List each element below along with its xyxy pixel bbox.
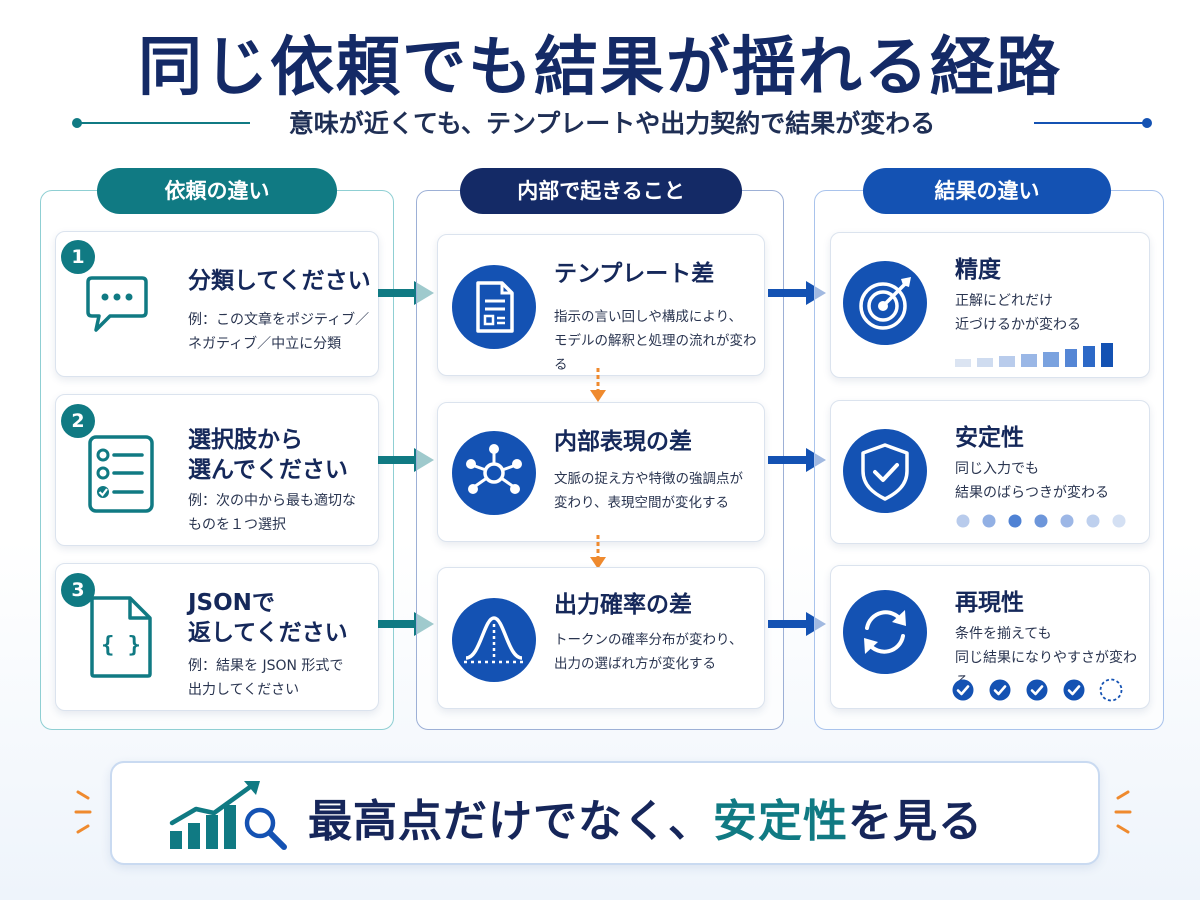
conclusion-text-part2: を見る: [848, 796, 983, 847]
internal-card-template: テンプレート差 指示の言い回しや構成により、 モデルの解釈と処理の流れが変わる: [437, 234, 765, 376]
request-card-json: { } JSONで 返してください 例：結果を JSON 形式で 出力してくださ…: [55, 563, 379, 711]
check-circle-icon: [989, 679, 1011, 701]
request-desc-json: 例：結果を JSON 形式で 出力してください: [188, 658, 344, 698]
step-badge-3: 3: [61, 573, 95, 607]
svg-text:{ }: { }: [101, 633, 141, 658]
subtitle-right-line: [1034, 122, 1144, 124]
request-card-classify: 分類してください 例：この文章をポジティブ／ ネガティブ／中立に分類: [55, 231, 379, 377]
request-title-json: JSONで 返してください: [188, 590, 348, 646]
internal-title-template: テンプレート差: [554, 261, 715, 287]
internal-card-representation: 内部表現の差 文脈の捉え方や特徴の強調点が 変わり、表現空間が変化する: [437, 402, 765, 542]
results-column-header: 結果の違い: [863, 168, 1111, 214]
subtitle-row: 意味が近くても、テンプレートや出力契約で結果が変わる: [72, 104, 1152, 140]
chart-magnifier-icon: [169, 781, 287, 850]
conclusion-banner: 最高点だけでなく、安定性を見る: [110, 761, 1100, 865]
internal-column-header: 内部で起きること: [460, 168, 742, 214]
target-icon: [843, 261, 927, 345]
network-icon: [452, 431, 536, 515]
reproducibility-check-scale: [951, 678, 1131, 702]
check-circle-icon: [952, 679, 974, 701]
check-circle-icon: [1063, 679, 1085, 701]
arrow-down-icon: [590, 368, 606, 402]
chat-bubble-icon: [86, 276, 148, 332]
subtitle-left-line: [80, 122, 250, 124]
result-title-stability: 安定性: [955, 425, 1024, 451]
conclusion-text: 最高点だけでなく、安定性を見る: [308, 785, 983, 849]
empty-circle-icon: [1099, 678, 1123, 702]
refresh-icon: [843, 590, 927, 674]
page-title: 同じ依頼でも結果が揺れる経路: [138, 31, 1062, 105]
internal-desc-template: 指示の言い回しや構成により、 モデルの解釈と処理の流れが変わる: [554, 309, 757, 373]
subtitle-left-dot: [72, 118, 82, 128]
internal-title-probability: 出力確率の差: [554, 592, 692, 618]
request-title-classify: 分類してください: [188, 268, 371, 294]
result-card-reproducibility: 再現性 条件を揃えても 同じ結果になりやすさが変わる: [830, 565, 1150, 709]
json-file-icon: { }: [90, 596, 152, 678]
result-desc-stability: 同じ入力でも 結果のばらつきが変わる: [955, 461, 1109, 501]
subtitle-right-dot: [1142, 118, 1152, 128]
result-title-accuracy: 精度: [955, 257, 1001, 283]
request-card-choice: 選択肢から 選んでください 例：次の中から最も適切な ものを１つ選択: [55, 394, 379, 546]
requests-column-header: 依頼の違い: [97, 168, 337, 214]
step-badge-2: 2: [61, 404, 95, 438]
internal-title-representation: 内部表現の差: [554, 429, 692, 455]
conclusion-text-part1: 最高点だけでなく、: [308, 796, 713, 847]
stability-dot-scale: [956, 514, 1126, 528]
result-desc-reproducibility: 条件を揃えても 同じ結果になりやすさが変わる: [955, 626, 1137, 690]
result-desc-accuracy: 正解にどれだけ 近づけるかが変わる: [955, 293, 1081, 333]
request-desc-choice: 例：次の中から最も適切な ものを１つ選択: [188, 493, 356, 533]
checklist-icon: [88, 435, 154, 513]
accuracy-bar-scale: [955, 343, 1113, 367]
document-icon: [452, 265, 536, 349]
result-card-stability: 安定性 同じ入力でも 結果のばらつきが変わる: [830, 400, 1150, 544]
check-circle-icon: [1026, 679, 1048, 701]
page-subtitle: 意味が近くても、テンプレートや出力契約で結果が変わる: [288, 109, 936, 138]
result-card-accuracy: 精度 正解にどれだけ 近づけるかが変わる: [830, 232, 1150, 378]
shield-check-icon: [843, 429, 927, 513]
bell-curve-icon: [452, 598, 536, 682]
request-desc-classify: 例：この文章をポジティブ／ ネガティブ／中立に分類: [188, 312, 370, 352]
result-title-reproducibility: 再現性: [955, 590, 1024, 616]
decorative-marks-right: [1114, 790, 1132, 834]
internal-desc-representation: 文脈の捉え方や特徴の強調点が 変わり、表現空間が変化する: [554, 471, 743, 511]
step-badge-1: 1: [61, 240, 95, 274]
conclusion-text-accent: 安定性: [713, 796, 848, 847]
decorative-marks-left: [74, 790, 92, 834]
internal-desc-probability: トークンの確率分布が変わり、 出力の選ばれ方が変化する: [554, 632, 743, 672]
internal-card-probability: 出力確率の差 トークンの確率分布が変わり、 出力の選ばれ方が変化する: [437, 567, 765, 709]
arrow-down-icon: [590, 535, 606, 569]
request-title-choice: 選択肢から 選んでください: [188, 427, 348, 483]
